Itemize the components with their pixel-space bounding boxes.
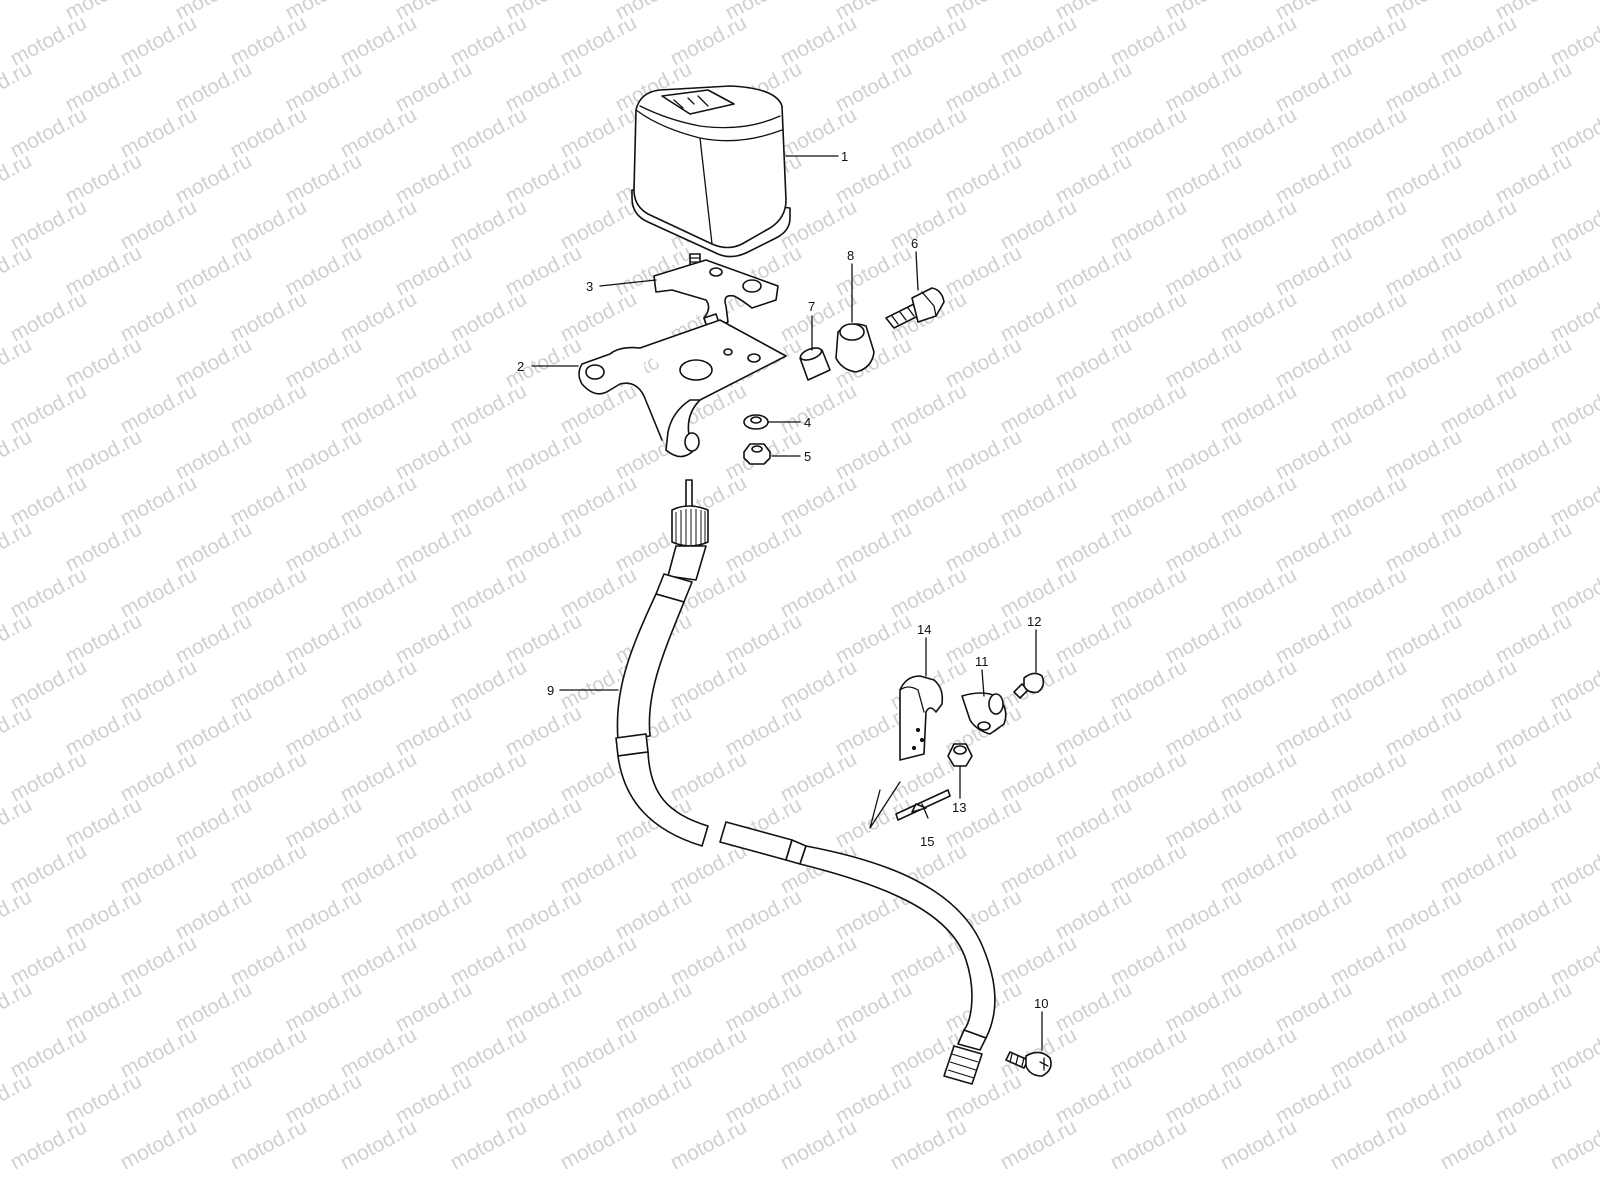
watermark-text: motod.ru xyxy=(1217,1115,1301,1174)
watermark-layer: motod.ru motod.ru motod.ru motod.ru motod.ru… xyxy=(0,0,1600,1174)
small-nut xyxy=(947,743,973,767)
watermark-text: motod.ru xyxy=(887,1115,971,1174)
watermark-text: motod.ru xyxy=(0,885,36,944)
callout-14: 14 xyxy=(917,622,931,637)
watermark-text: motod.ru xyxy=(0,425,36,484)
watermark-text: motod.ru xyxy=(1437,1115,1521,1174)
watermark-text: motod.ru xyxy=(117,1115,201,1174)
callout-13: 13 xyxy=(952,800,966,815)
watermark-text: motod.ru xyxy=(0,0,36,24)
watermark-text: motod.ru xyxy=(0,333,36,392)
leader-lines xyxy=(531,155,1043,1051)
watermark-text: motod.ru xyxy=(0,701,36,760)
cable-clamp xyxy=(961,692,1007,735)
callout-2: 2 xyxy=(517,359,524,374)
speedometer-unit xyxy=(631,85,791,273)
bolt xyxy=(885,287,945,329)
callout-7: 7 xyxy=(808,299,815,314)
callout-9: 9 xyxy=(547,683,554,698)
watermark-text: motod.ru xyxy=(557,1115,641,1174)
watermark-text: motod.ru xyxy=(0,241,36,300)
watermark-text: motod.ru xyxy=(1547,1115,1600,1174)
screw xyxy=(1005,1051,1052,1077)
watermark-text: motod.ru xyxy=(0,609,36,668)
watermark-text: motod.ru xyxy=(337,1115,421,1174)
watermark-text: motod.ru xyxy=(0,1069,36,1128)
watermark-text: motod.ru xyxy=(667,1115,751,1174)
watermark-text: motod.ru xyxy=(0,517,36,576)
callout-5: 5 xyxy=(804,449,811,464)
callout-3: 3 xyxy=(586,279,593,294)
callout-labels: 1 2 3 4 5 6 7 8 9 10 11 12 13 14 15 xyxy=(517,149,1048,1011)
speedometer-cable xyxy=(615,479,996,1085)
watermark-text: motod.ru xyxy=(0,57,36,116)
cable-clamp-bracket xyxy=(899,675,944,761)
collar xyxy=(799,347,831,381)
callout-8: 8 xyxy=(847,248,854,263)
bracket xyxy=(578,319,787,458)
watermark-text: motod.ru xyxy=(1107,1115,1191,1174)
watermark-text: motod.ru xyxy=(0,149,36,208)
watermark-text: motod.ru xyxy=(777,1115,861,1174)
watermark-text: motod.ru xyxy=(7,1115,91,1174)
callout-11: 11 xyxy=(975,654,989,669)
callout-4: 4 xyxy=(804,415,811,430)
washer xyxy=(743,414,769,430)
watermark-text: motod.ru xyxy=(447,1115,531,1174)
callout-1: 1 xyxy=(841,149,848,164)
watermark-text: motod.ru xyxy=(0,793,36,852)
assembly-guide xyxy=(869,781,901,829)
watermark-text: motod.ru xyxy=(227,1115,311,1174)
watermark-text: motod.ru xyxy=(997,1115,1081,1174)
callout-6: 6 xyxy=(911,236,918,251)
callout-12: 12 xyxy=(1027,614,1041,629)
grommet xyxy=(835,323,875,373)
watermark-text: motod.ru xyxy=(0,977,36,1036)
nut xyxy=(743,443,771,465)
watermark-text: motod.ru xyxy=(1327,1115,1411,1174)
callout-15: 15 xyxy=(920,834,934,849)
small-screw xyxy=(1013,672,1045,699)
callout-10: 10 xyxy=(1034,996,1048,1011)
